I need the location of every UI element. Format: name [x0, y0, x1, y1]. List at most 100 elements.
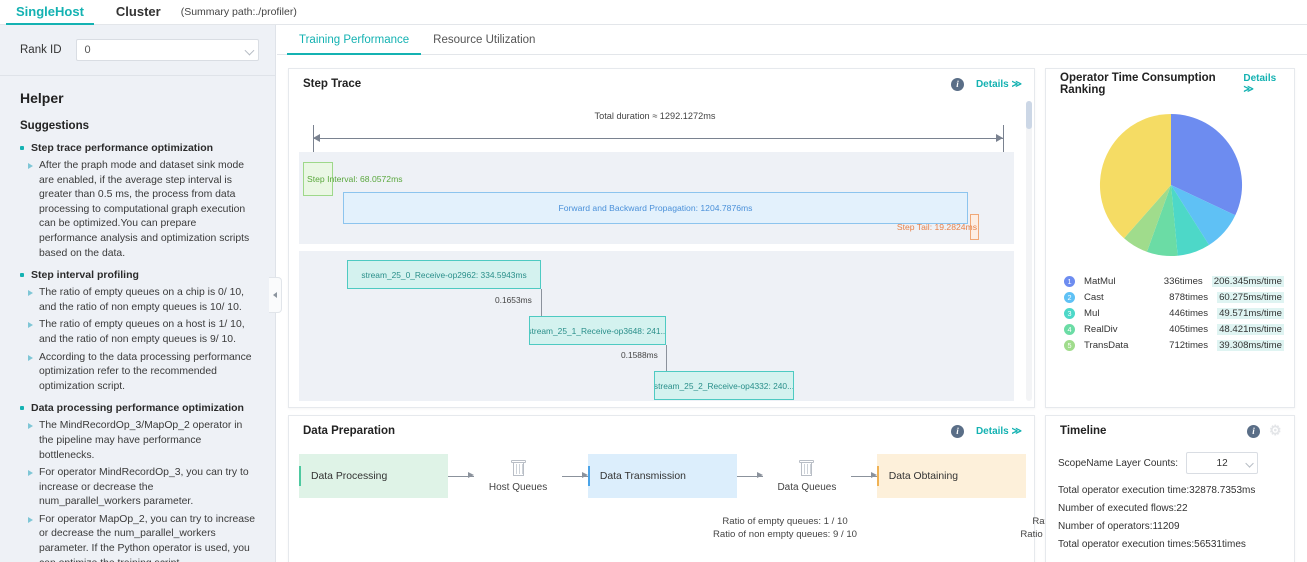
- data-prep-details-link[interactable]: Details ≫: [976, 426, 1022, 437]
- connector-line: [541, 289, 542, 316]
- stream-box[interactable]: stream_25_1_Receive-op3648: 241...: [529, 316, 666, 345]
- operator-ranking-details-link[interactable]: Details ≫: [1243, 73, 1282, 95]
- gap-label: 0.1653ms: [495, 295, 532, 305]
- queue-icon: [799, 460, 814, 476]
- data-queues-label: Data Queues: [777, 482, 836, 493]
- total-exec-times: Total operator execution times:56531time…: [1046, 532, 1294, 550]
- step-interval-bar[interactable]: Step Interval: 68.0572ms: [303, 162, 333, 196]
- stage-data-processing[interactable]: Data Processing: [299, 454, 448, 498]
- operator-times: 712times: [1156, 340, 1208, 351]
- legend-row[interactable]: 1MatMul336times206.345ms/time: [1064, 273, 1284, 289]
- list-item: The MindRecordOp_3/MapOp_2 operator in t…: [20, 419, 257, 463]
- stream-box[interactable]: stream_25_0_Receive-op2962: 334.5943ms: [347, 260, 541, 289]
- scrollbar-thumb[interactable]: [1026, 101, 1032, 129]
- scope-name-label: ScopeName Layer Counts:: [1058, 458, 1178, 469]
- scope-name-select[interactable]: 12: [1186, 452, 1258, 474]
- helper-title: Helper: [20, 90, 257, 106]
- triangle-right-icon: [28, 355, 33, 361]
- data-prep-flow: Data Processing Host Queues Data Transmi…: [299, 454, 1026, 498]
- tab-training-performance[interactable]: Training Performance: [287, 25, 421, 55]
- step-tail-bar[interactable]: Step Tail: 19.2824ms: [970, 214, 979, 240]
- rank-id-row: Rank ID 0: [0, 25, 275, 76]
- main-tabbar: Training Performance Resource Utilizatio…: [277, 25, 1307, 55]
- operator-name: RealDiv: [1084, 324, 1156, 335]
- step-trace-header: Step Trace i Details ≫: [289, 69, 1034, 99]
- pie-chart-wrap: [1046, 105, 1296, 265]
- info-icon[interactable]: i: [1247, 425, 1260, 438]
- flow-arrow-icon: [448, 476, 474, 477]
- section-title: Step interval profiling: [31, 268, 139, 283]
- forward-backward-bar[interactable]: Forward and Backward Propagation: 1204.7…: [343, 192, 968, 224]
- rank-id-value: 0: [85, 44, 91, 56]
- suggestion-section: Step interval profiling The ratio of emp…: [20, 268, 257, 394]
- axis-line: [313, 138, 1003, 139]
- legend-row[interactable]: 2Cast878times60.275ms/time: [1064, 289, 1284, 305]
- list-item: The ratio of empty queues on a host is 1…: [20, 318, 257, 347]
- top-bar: SingleHost Cluster (Summary path:./profi…: [0, 0, 1307, 25]
- total-duration-axis: Total duration ≈ 1292.1272ms: [305, 111, 1005, 151]
- list-item: According to the data processing perform…: [20, 351, 257, 395]
- panel-title: Step Trace: [303, 78, 361, 90]
- sidebar-collapse-handle[interactable]: [269, 277, 282, 313]
- section-header: Step interval profiling: [20, 268, 257, 283]
- step-trace-details-link[interactable]: Details ≫: [976, 79, 1022, 90]
- tab-singlehost[interactable]: SingleHost: [6, 0, 94, 25]
- legend-row[interactable]: 5TransData712times39.308ms/time: [1064, 337, 1284, 353]
- scope-name-row: ScopeName Layer Counts: 12: [1046, 446, 1294, 478]
- info-icon[interactable]: i: [951, 78, 964, 91]
- legend-row[interactable]: 3Mul446times49.571ms/time: [1064, 305, 1284, 321]
- step-tail-label: Step Tail: 19.2824ms: [897, 222, 977, 232]
- operator-avg-time: 39.308ms/time: [1217, 340, 1284, 351]
- triangle-right-icon: [28, 470, 33, 476]
- panel-title: Operator Time Consumption Ranking: [1060, 72, 1231, 96]
- executed-flows: Number of executed flows:22: [1046, 496, 1294, 514]
- tab-cluster[interactable]: Cluster: [106, 0, 171, 25]
- gap-label: 0.1588ms: [621, 350, 658, 360]
- total-exec-time: Total operator execution time:32878.7353…: [1046, 478, 1294, 496]
- data-queues-group: Data Queues: [763, 460, 851, 493]
- rank-id-select[interactable]: 0: [76, 39, 259, 61]
- section-header: Step trace performance optimization: [20, 141, 257, 156]
- operator-name: Cast: [1084, 292, 1156, 303]
- section-title: Step trace performance optimization: [31, 141, 213, 156]
- stream-box[interactable]: stream_25_2_Receive-op4332: 240...: [654, 371, 794, 400]
- legend-row[interactable]: 4RealDiv405times48.421ms/time: [1064, 321, 1284, 337]
- gear-icon[interactable]: [1269, 425, 1282, 438]
- ratio-non-empty: Ratio of non empty queues: 9 / 10: [685, 528, 885, 541]
- suggestions-title: Suggestions: [20, 120, 257, 132]
- triangle-right-icon: [28, 163, 33, 169]
- step-phase-chart: Step Interval: 68.0572ms Forward and Bac…: [299, 152, 1014, 244]
- host-queues-label: Host Queues: [489, 482, 547, 493]
- operator-times: 446times: [1156, 308, 1208, 319]
- stage-data-transmission[interactable]: Data Transmission: [588, 454, 737, 498]
- operator-avg-time: 48.421ms/time: [1217, 324, 1284, 335]
- list-item: The ratio of empty queues on a chip is 0…: [20, 286, 257, 315]
- host-queue-ratios: Ratio of empty queues: 1 / 10 Ratio of n…: [685, 515, 885, 541]
- ratio-empty: Ratio of empty queues: 1 / 10: [685, 515, 885, 528]
- operator-avg-time: 206.345ms/time: [1212, 276, 1284, 287]
- info-icon[interactable]: i: [951, 425, 964, 438]
- section-title: Data processing performance optimization: [31, 401, 244, 416]
- operator-name: Mul: [1084, 308, 1156, 319]
- rank-id-label: Rank ID: [20, 44, 62, 56]
- rank-badge: 5: [1064, 340, 1075, 351]
- arrow-right-icon: [996, 134, 1003, 142]
- stage-data-obtaining[interactable]: Data Obtaining: [877, 454, 1026, 498]
- total-duration-label: Total duration ≈ 1292.1272ms: [305, 111, 1005, 121]
- panel-title: Data Preparation: [303, 425, 395, 437]
- rank-badge: 1: [1064, 276, 1075, 287]
- operator-pie-chart[interactable]: [1097, 111, 1245, 259]
- operator-avg-time: 49.571ms/time: [1217, 308, 1284, 319]
- list-item: After the praph mode and dataset sink mo…: [20, 159, 257, 261]
- triangle-right-icon: [28, 517, 33, 523]
- data-preparation-panel: Data Preparation i Details ≫ Data Proces…: [288, 415, 1035, 562]
- chevron-down-icon: [1245, 459, 1253, 467]
- step-trace-scrollbar[interactable]: [1026, 101, 1032, 401]
- step-trace-body: Total duration ≈ 1292.1272ms Step Interv…: [289, 99, 1034, 407]
- chevron-left-icon: [273, 292, 277, 298]
- triangle-right-icon: [28, 423, 33, 429]
- operator-ranking-header: Operator Time Consumption Ranking Detail…: [1046, 69, 1294, 99]
- rank-badge: 2: [1064, 292, 1075, 303]
- pie-legend: 1MatMul336times206.345ms/time2Cast878tim…: [1064, 273, 1284, 353]
- tab-resource-utilization[interactable]: Resource Utilization: [421, 25, 547, 55]
